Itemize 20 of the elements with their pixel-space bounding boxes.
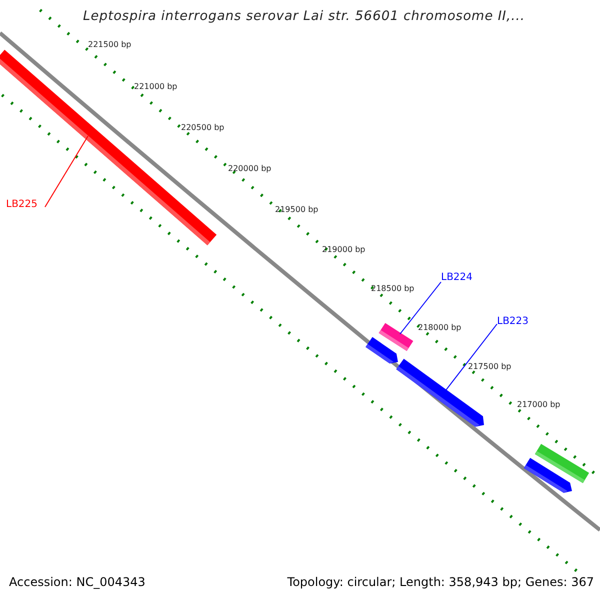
tick-label: 221000 bp [134, 82, 178, 91]
tick-label: 218500 bp [371, 284, 414, 293]
gene-bar [366, 337, 398, 364]
tick-label: 217500 bp [468, 362, 512, 371]
gene-bar [524, 458, 572, 493]
leader-line [400, 282, 442, 334]
tick-label: 220000 bp [228, 164, 272, 173]
footer-text: Topology: circular; Length: 358,943 bp; Genes: 367 [287, 575, 594, 589]
leader-line [44, 136, 88, 208]
tick-label: 218000 bp [418, 323, 462, 332]
gene-label: LB223 [497, 316, 529, 327]
tick-label: 220500 bp [181, 123, 224, 132]
title: Leptospira interrogans serovar Lai str. 56601 chromosome II,... [83, 9, 526, 24]
tick-label: 217000 bp [517, 400, 560, 409]
tick-label: 219500 bp [275, 205, 318, 214]
leader-line [446, 324, 498, 390]
tick-label: 219000 bp [322, 245, 366, 254]
footer-text: Accession: NC_004343 [9, 575, 146, 589]
gene-label: LB224 [441, 272, 473, 283]
gene-label: LB225 [6, 199, 38, 210]
